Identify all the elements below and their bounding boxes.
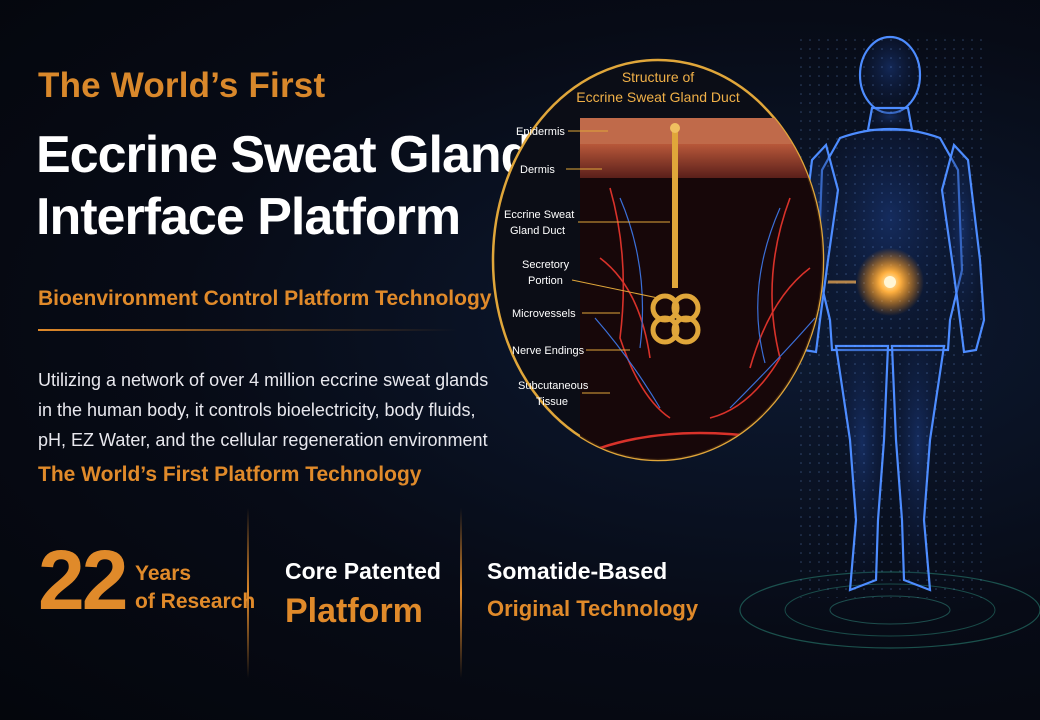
label-secretory-line-1: Secretory: [522, 259, 570, 271]
label-duct-line-2: Gland Duct: [510, 225, 565, 237]
floor-ring-center: [829, 595, 951, 625]
original-tech-value: Original Technology: [487, 596, 699, 621]
subtitle-divider: [38, 329, 458, 331]
patent-label: Core Patented: [285, 558, 441, 584]
label-nerve-endings: Nerve Endings: [512, 345, 585, 357]
body-particle-field: [796, 38, 986, 598]
tagline: The World’s First Platform Technology: [38, 463, 422, 486]
description-line-2: in the human body, it controls bioelectr…: [38, 400, 476, 420]
label-subcutaneous-line-1: Subcutaneous: [518, 380, 589, 392]
microvessels-red: [599, 187, 811, 419]
description: Utilizing a network of over 4 million ec…: [38, 365, 508, 455]
title-line-2: Interface Platform: [36, 188, 461, 246]
dermis-layer: [580, 144, 823, 178]
sweat-gland-diagram: Structure of Eccrine Sweat Gland Duct Ep…: [491, 58, 825, 462]
label-secretory-line-2: Portion: [528, 275, 563, 287]
original-tech-label: Somatide-Based: [487, 558, 668, 584]
diagram-title-line-1: Structure of: [622, 69, 694, 85]
label-dermis: Dermis: [520, 164, 555, 176]
stat-divider-2: [460, 508, 462, 678]
epidermis-layer: [580, 118, 823, 144]
label-leaders: [566, 130, 670, 394]
subtitle: Bioenvironment Control Platform Technolo…: [38, 287, 492, 310]
label-duct-line-1: Eccrine Sweat: [504, 209, 574, 221]
human-figure-illustration: [739, 35, 1040, 649]
research-label-line-2: of Research: [135, 590, 256, 613]
patent-value: Platform: [285, 592, 423, 630]
research-years-label: Years of Research: [135, 560, 255, 616]
label-microvessels: Microvessels: [512, 308, 576, 320]
description-line-3: pH, EZ Water, and the cellular regenerat…: [38, 430, 488, 450]
secretory-coil: [650, 293, 701, 345]
microvessels-blue: [594, 197, 816, 409]
research-label-line-1: Years: [135, 562, 192, 585]
description-line-1: Utilizing a network of over 4 million ec…: [38, 370, 489, 390]
research-years-number: 22: [38, 533, 128, 627]
diagram-title-line-2: Eccrine Sweat Gland Duct: [576, 89, 740, 105]
label-subcutaneous-line-2: Tissue: [536, 396, 568, 408]
energy-core-center: [884, 276, 896, 288]
stat-divider-1: [247, 508, 249, 678]
kicker-heading: The World’s First: [38, 66, 326, 105]
label-epidermis: Epidermis: [516, 126, 565, 138]
duct-pore: [670, 123, 680, 133]
